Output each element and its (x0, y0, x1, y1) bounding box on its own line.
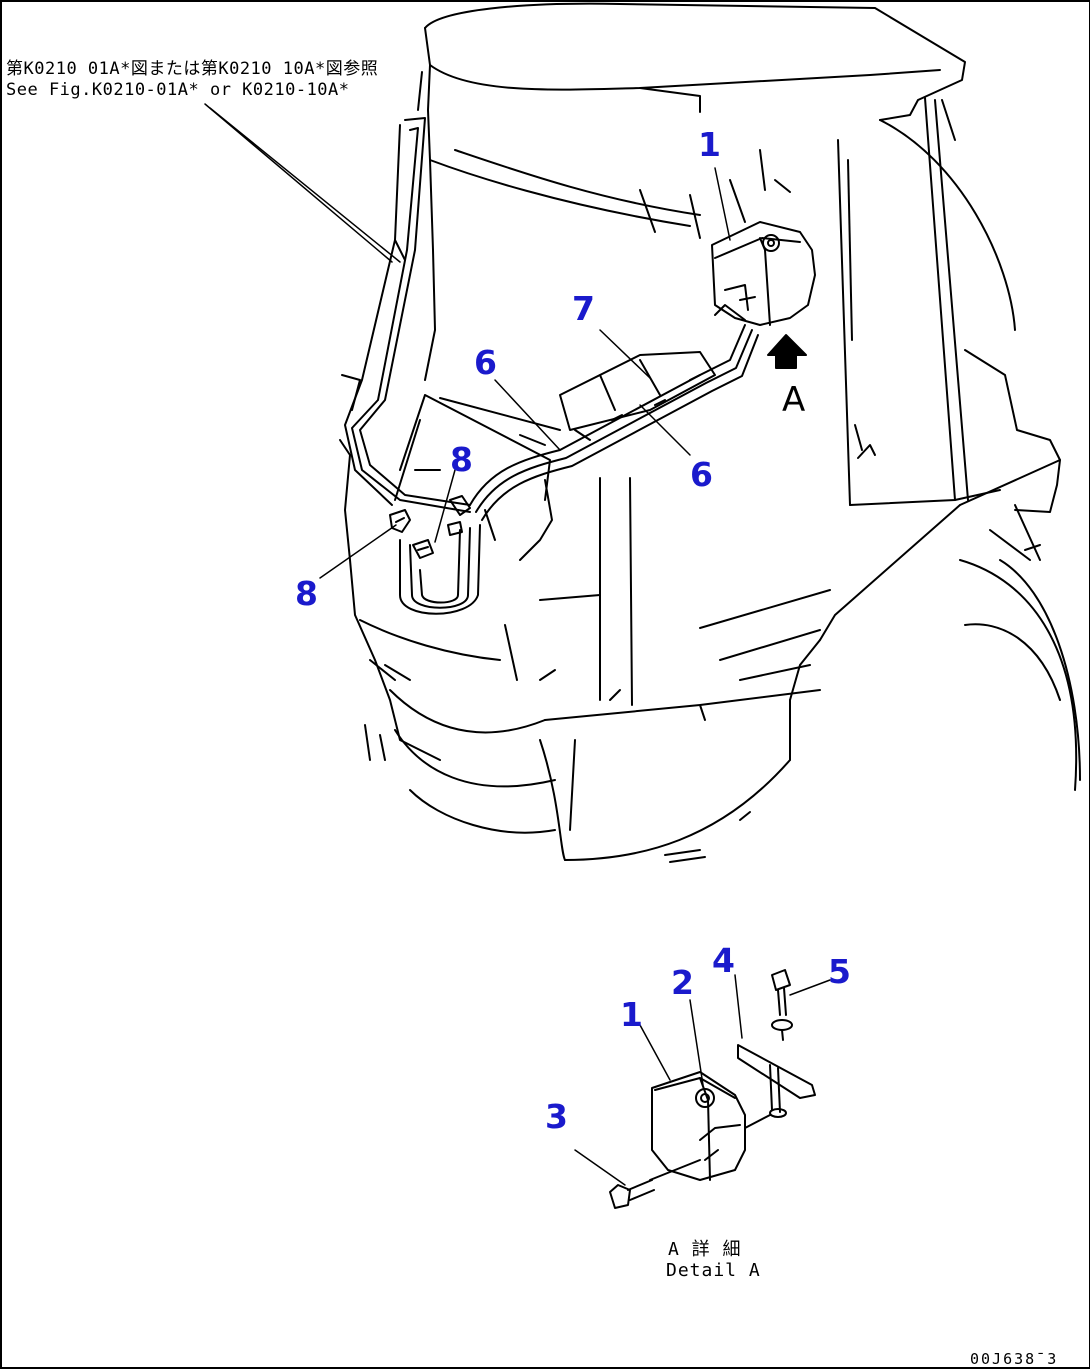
clamp-lower (412, 521, 463, 559)
reference-note-en: See Fig.K0210-01A* or K0210-10A* (6, 80, 350, 100)
callout-1-detail-tank: 1 (620, 995, 643, 1034)
callout-6-hose-right: 6 (690, 455, 713, 494)
drawing-number: 00J638¯3 (970, 1350, 1059, 1368)
view-arrow-letter: A (782, 380, 806, 420)
view-arrow (767, 334, 807, 369)
detail-washer-tank (651, 1071, 746, 1181)
detail-bracket (737, 1044, 816, 1129)
callout-5-bolt: 5 (828, 952, 851, 991)
callout-4-bracket: 4 (712, 941, 735, 980)
callout-3-bolt: 3 (545, 1097, 568, 1136)
washer-tank-upper (711, 221, 816, 326)
callout-6-hose-left: 6 (474, 343, 497, 382)
hose-cover (559, 351, 716, 441)
hose-lower-loop (399, 509, 496, 615)
clamp-upper (389, 495, 471, 533)
detail-caption-jp: A 詳 細 (668, 1239, 742, 1260)
callout-8-clamp-lower: 8 (295, 574, 318, 613)
callout-8-clamp-upper: 8 (450, 440, 473, 479)
hose-to-tank (469, 304, 759, 521)
detail-caption-en: Detail A (666, 1260, 761, 1281)
callout-1-tank: 1 (698, 125, 721, 164)
detail-bolt-3 (609, 1159, 701, 1209)
hose-left-pillar (341, 117, 471, 513)
leader-lines (204, 103, 831, 1186)
callout-2-cap: 2 (671, 963, 694, 1002)
callout-7-cover: 7 (572, 289, 595, 328)
cab-outline (339, 2, 1081, 863)
reference-note-jp: 第K0210 01A*図または第K0210 10A*図参照 (6, 59, 379, 79)
detail-bolt-5 (771, 969, 793, 1041)
